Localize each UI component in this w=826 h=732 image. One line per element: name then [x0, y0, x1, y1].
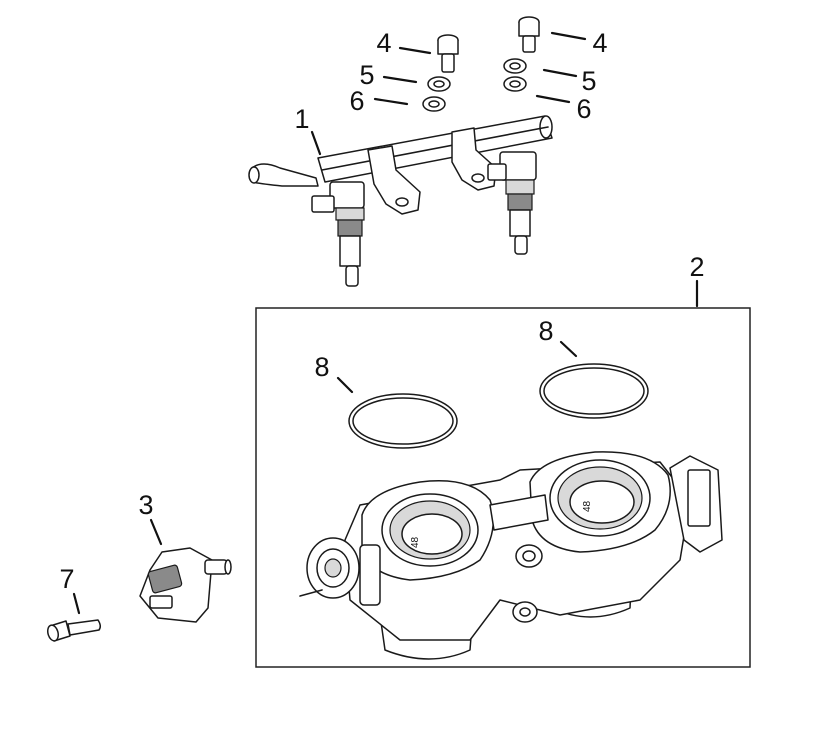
washer-5-left [427, 76, 451, 92]
throttle-body: 48 48 [299, 451, 723, 660]
o-ring-left [348, 393, 458, 449]
screw [46, 619, 102, 642]
left-bore-marking: 48 [410, 536, 421, 548]
right-injector [487, 151, 537, 255]
callout-8-left: 8 [314, 352, 329, 382]
callout-8-right: 8 [538, 316, 553, 346]
right-bore-marking: 48 [582, 500, 593, 512]
callout-labels: 1 2 3 4 4 5 5 6 6 7 8 8 [59, 28, 704, 594]
washer-6-right [503, 76, 527, 92]
callout-6-left: 6 [349, 86, 364, 116]
left-injector [311, 181, 365, 287]
callout-5-left: 5 [359, 60, 374, 90]
callout-2: 2 [689, 252, 704, 282]
o-ring-right [539, 363, 649, 419]
washer-5-right [503, 58, 527, 74]
sensor [139, 547, 232, 623]
callout-3: 3 [138, 490, 153, 520]
callout-4-left: 4 [376, 28, 391, 58]
callout-1: 1 [294, 104, 309, 134]
washer-6-left [422, 96, 446, 112]
throttle-body-frame [255, 307, 751, 668]
fuel-rail [248, 115, 553, 287]
callout-5-right: 5 [581, 66, 596, 96]
callout-6-right: 6 [576, 94, 591, 124]
callout-4-right: 4 [592, 28, 607, 58]
leader-lines [72, 31, 699, 615]
bolt-right [518, 16, 540, 53]
bolt-left [437, 34, 459, 73]
callout-7: 7 [59, 564, 74, 594]
